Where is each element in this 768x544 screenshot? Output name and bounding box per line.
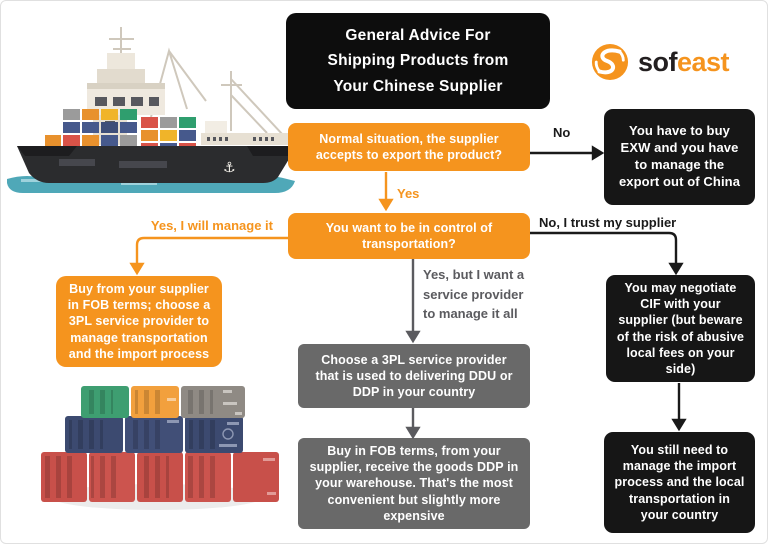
ship-hull: ⚓ <box>17 146 297 183</box>
title-line: Your Chinese Supplier <box>333 77 503 95</box>
label-no-trust: No, I trust my supplier <box>539 215 677 230</box>
container-row-bottom <box>41 452 279 502</box>
cargo-ship-illustration: ⚓ <box>7 27 297 193</box>
logo-wordmark: sofeast <box>638 46 730 77</box>
node-q-control: You want to be in control of transportat… <box>288 213 530 259</box>
container-row-middle <box>65 416 243 453</box>
deck-containers <box>45 109 196 151</box>
title-line: General Advice For <box>345 27 491 45</box>
label-yes-service: Yes, but I want a service provider to ma… <box>423 267 525 321</box>
title-line: Shipping Products from <box>327 52 509 70</box>
label-yes-manage: Yes, I will manage it <box>150 218 273 233</box>
node-still-manage: You still need to manage the import proc… <box>604 432 755 533</box>
node-choose-3pl: Choose a 3PL service provider that is us… <box>298 344 530 408</box>
label-yes: Yes <box>397 186 420 201</box>
node-q-export: Normal situation, the supplier accepts t… <box>288 123 530 171</box>
sofeast-logo: sofeast <box>591 43 730 81</box>
node-cif: You may negotiate CIF with your supplier… <box>606 275 755 382</box>
rear-deck-structure <box>201 121 289 145</box>
sofeast-s-icon <box>591 43 629 81</box>
label-no: No <box>553 125 571 140</box>
container-row-top <box>81 386 245 418</box>
title-box: General Advice For Shipping Products fro… <box>286 13 550 109</box>
node-fob-3pl: Buy from your supplier in FOB terms; cho… <box>56 276 222 367</box>
node-fob-ddp: Buy in FOB terms, from your supplier, re… <box>298 438 530 529</box>
node-exw: You have to buy EXW and you have to mana… <box>604 109 755 205</box>
arrow-no-trust <box>530 231 678 264</box>
anchor-icon: ⚓ <box>223 159 236 175</box>
stacked-containers-illustration <box>41 386 279 510</box>
arrow-yes-manage <box>135 236 288 264</box>
